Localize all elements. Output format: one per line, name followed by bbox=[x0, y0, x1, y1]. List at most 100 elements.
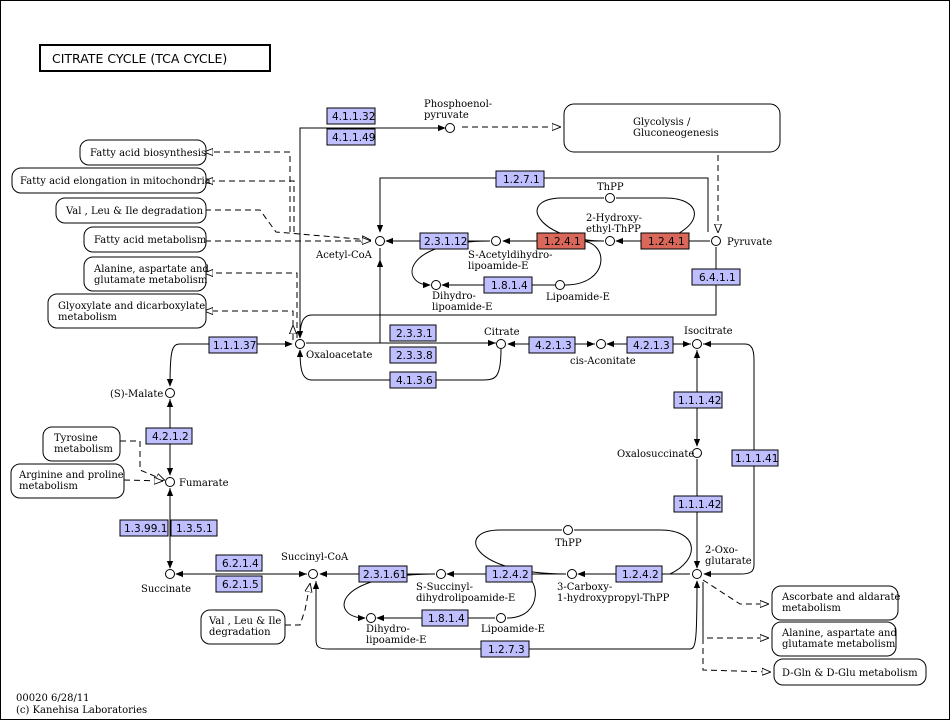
node-carboxy[interactable] bbox=[567, 569, 577, 579]
map-ascorbate-label-2: metabolism bbox=[782, 603, 841, 614]
enzyme-4-2-1-3-b-label: 4.2.1.3 bbox=[633, 340, 670, 352]
map-glycolysis-label-2: Gluconeogenesis bbox=[633, 128, 719, 139]
label-oxalosuccinate: Oxalosuccinate bbox=[617, 449, 694, 460]
enzyme-1-2-7-3[interactable]: 1.2.7.3 bbox=[480, 640, 530, 658]
label-isocitrate: Isocitrate bbox=[684, 326, 733, 337]
map-alanine-aspartate-glutamate-2[interactable]: Alanine, aspartate and glutamate metabol… bbox=[771, 621, 897, 657]
enzyme-1-1-1-41-label: 1.1.1.41 bbox=[735, 453, 778, 465]
page-title: CITRATE CYCLE (TCA CYCLE) bbox=[39, 44, 271, 72]
map-val-leu-ile-degradation-label: Val , Leu & Ile degradation bbox=[65, 206, 204, 217]
enzyme-4-2-1-2[interactable]: 4.2.1.2 bbox=[145, 427, 193, 445]
enzyme-1-2-4-1-a[interactable]: 1.2.4.1 bbox=[536, 232, 586, 250]
map-val-leu-ile-2-label-1: Val , Leu & Ile bbox=[208, 616, 281, 627]
enzyme-2-3-3-1[interactable]: 2.3.3.1 bbox=[389, 324, 437, 342]
map-val-leu-ile-degradation[interactable]: Val , Leu & Ile degradation bbox=[55, 197, 207, 224]
map-glyoxylate-dicarboxylate[interactable]: Glyoxylate and dicarboxylate metabolism bbox=[47, 293, 207, 329]
label-hydroxyethyl-2: ethyl-ThPP bbox=[586, 224, 641, 235]
enzyme-1-8-1-4-bottom-label: 1.8.1.4 bbox=[428, 613, 465, 625]
map-fatty-acid-elongation[interactable]: Fatty acid elongation in mitochondria bbox=[11, 167, 211, 194]
enzyme-1-3-99-1[interactable]: 1.3.99.1 bbox=[119, 519, 169, 537]
map-fatty-acid-biosynthesis[interactable]: Fatty acid biosynthesis bbox=[79, 139, 207, 166]
enzyme-1-2-4-1-b[interactable]: 1.2.4.1 bbox=[640, 232, 690, 250]
node-s-succinyl[interactable] bbox=[436, 569, 446, 579]
node-citrate[interactable] bbox=[496, 339, 506, 349]
enzyme-4-2-1-3-a[interactable]: 4.2.1.3 bbox=[528, 336, 576, 354]
node-thpp-bottom[interactable] bbox=[563, 525, 573, 535]
enzyme-4-1-3-6[interactable]: 4.1.3.6 bbox=[389, 371, 437, 389]
enzyme-1-1-1-41[interactable]: 1.1.1.41 bbox=[731, 449, 779, 467]
map-links bbox=[120, 127, 770, 672]
map-tyrosine-metabolism[interactable]: Tyrosine metabolism bbox=[42, 426, 121, 462]
map-glyoxylate-label-1: Glyoxylate and dicarboxylate bbox=[58, 301, 205, 312]
enzyme-1-2-7-1[interactable]: 1.2.7.1 bbox=[495, 170, 545, 188]
enzyme-1-2-7-3-label: 1.2.7.3 bbox=[488, 644, 525, 656]
map-val-leu-ile-degradation-2[interactable]: Val , Leu & Ile degradation bbox=[200, 609, 286, 645]
map-fatty-acid-elongation-label: Fatty acid elongation in mitochondria bbox=[20, 176, 211, 187]
enzyme-1-1-1-37-label: 1.1.1.37 bbox=[213, 340, 256, 352]
node-pyruvate[interactable] bbox=[711, 236, 721, 246]
enzyme-6-4-1-1-label: 6.4.1.1 bbox=[699, 272, 736, 284]
enzyme-1-3-5-1-label: 1.3.5.1 bbox=[176, 523, 213, 535]
label-oxoglutarate-2: glutarate bbox=[705, 556, 752, 567]
label-succinate: Succinate bbox=[141, 584, 191, 595]
node-lipoamide-bottom[interactable] bbox=[496, 613, 506, 623]
enzyme-1-1-1-42-b-label: 1.1.1.42 bbox=[678, 499, 721, 511]
node-pep[interactable] bbox=[445, 123, 455, 133]
enzyme-1-3-5-1[interactable]: 1.3.5.1 bbox=[170, 519, 218, 537]
label-acetyl-coa: Acetyl-CoA bbox=[315, 250, 373, 261]
node-cis-aconitate[interactable] bbox=[596, 339, 606, 349]
node-s-acetyl[interactable] bbox=[491, 236, 501, 246]
map-d-gln-d-glu[interactable]: D-Gln & D-Glu metabolism bbox=[773, 658, 927, 686]
node-acetyl-coa[interactable] bbox=[375, 236, 385, 246]
label-dihydro-bottom-1: Dihydro- bbox=[366, 624, 410, 635]
map-fatty-acid-metabolism-label: Fatty acid metabolism bbox=[94, 235, 207, 246]
node-succinyl-coa[interactable] bbox=[308, 569, 318, 579]
enzyme-1-1-1-42-a[interactable]: 1.1.1.42 bbox=[673, 391, 723, 409]
enzyme-2-3-1-61-label: 2.3.1.61 bbox=[363, 569, 406, 581]
enzyme-1-8-1-4-top[interactable]: 1.8.1.4 bbox=[483, 276, 533, 294]
enzyme-6-2-1-5[interactable]: 6.2.1.5 bbox=[215, 575, 263, 593]
enzyme-4-1-3-6-label: 4.1.3.6 bbox=[396, 375, 433, 387]
map-alanine-label-2: glutamate metabolism bbox=[94, 275, 208, 286]
map-arginine-proline[interactable]: Arginine and proline metabolism bbox=[10, 463, 125, 499]
enzyme-1-1-1-37[interactable]: 1.1.1.37 bbox=[208, 336, 258, 354]
compound-labels: Phosphoenol- pyruvate ThPP 2-Hydroxy- et… bbox=[110, 99, 772, 646]
label-dihydro-top-2: lipoamide-E bbox=[432, 302, 492, 313]
map-tyrosine-label-2: metabolism bbox=[54, 444, 113, 455]
label-succinyl-coa: Succinyl-CoA bbox=[281, 552, 349, 563]
map-glycolysis[interactable]: Glycolysis / Gluconeogenesis bbox=[563, 103, 781, 153]
node-succinate[interactable] bbox=[165, 569, 175, 579]
node-oxaloacetate[interactable] bbox=[295, 339, 305, 349]
enzyme-6-4-1-1[interactable]: 6.4.1.1 bbox=[691, 268, 741, 286]
node-isocitrate[interactable] bbox=[692, 339, 702, 349]
enzyme-2-3-3-8[interactable]: 2.3.3.8 bbox=[389, 346, 437, 364]
enzyme-2-3-1-12[interactable]: 2.3.1.12 bbox=[419, 232, 469, 250]
node-malate[interactable] bbox=[165, 388, 175, 398]
enzyme-1-1-1-42-b[interactable]: 1.1.1.42 bbox=[673, 495, 723, 513]
enzyme-1-2-4-2-a[interactable]: 1.2.4.2 bbox=[485, 565, 533, 583]
map-fatty-acid-metabolism[interactable]: Fatty acid metabolism bbox=[83, 226, 207, 253]
node-hydroxyethyl[interactable] bbox=[605, 236, 615, 246]
map-alanine-aspartate-glutamate[interactable]: Alanine, aspartate and glutamate metabol… bbox=[83, 256, 209, 292]
label-carboxy-2: 1-hydroxypropyl-ThPP bbox=[557, 593, 670, 604]
enzyme-6-2-1-4-label: 6.2.1.4 bbox=[222, 558, 259, 570]
enzyme-4-1-1-49[interactable]: 4.1.1.49 bbox=[326, 128, 376, 146]
map-ascorbate-aldarate[interactable]: Ascorbate and aldarate metabolism bbox=[771, 585, 901, 621]
enzyme-2-3-1-61[interactable]: 2.3.1.61 bbox=[358, 565, 408, 583]
enzyme-1-8-1-4-bottom[interactable]: 1.8.1.4 bbox=[421, 609, 469, 627]
enzyme-1-2-4-2-b[interactable]: 1.2.4.2 bbox=[615, 565, 663, 583]
node-fumarate[interactable] bbox=[165, 477, 175, 487]
node-dihydro-bottom[interactable] bbox=[366, 613, 376, 623]
node-oxoglutarate[interactable] bbox=[692, 569, 702, 579]
enzyme-4-2-1-3-b[interactable]: 4.2.1.3 bbox=[626, 336, 674, 354]
enzyme-4-1-1-49-label: 4.1.1.49 bbox=[332, 132, 375, 144]
enzyme-4-1-1-32[interactable]: 4.1.1.32 bbox=[326, 107, 376, 125]
label-malate: (S)-Malate bbox=[110, 389, 163, 400]
enzyme-1-2-4-2-b-label: 1.2.4.2 bbox=[622, 569, 659, 581]
enzyme-6-2-1-4[interactable]: 6.2.1.4 bbox=[215, 554, 263, 572]
node-thpp-top[interactable] bbox=[605, 193, 615, 203]
node-lipoamide-top[interactable] bbox=[555, 280, 565, 290]
node-oxalosuccinate[interactable] bbox=[692, 448, 702, 458]
node-dihydro-top[interactable] bbox=[431, 280, 441, 290]
enzyme-1-2-7-1-label: 1.2.7.1 bbox=[503, 174, 540, 186]
